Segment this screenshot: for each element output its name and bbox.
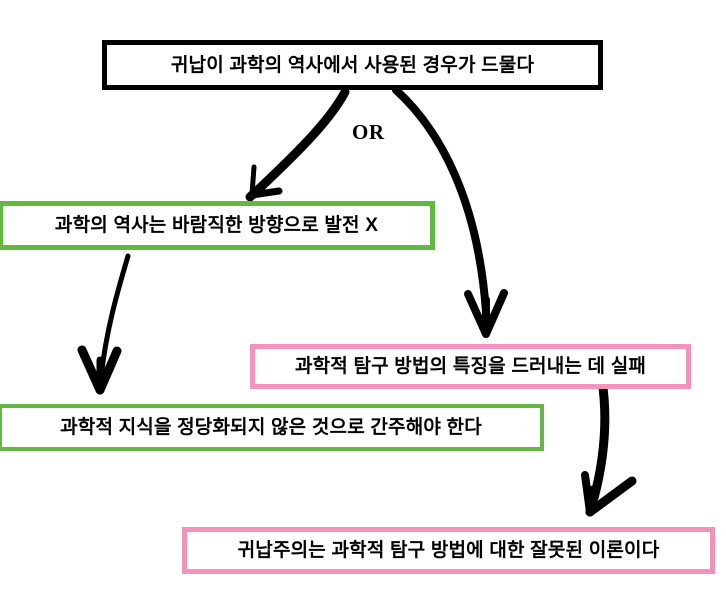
node-branch-b[interactable]: 과학적 탐구 방법의 특징을 드러내는 데 실패 <box>250 344 691 389</box>
arrow-branch-a-to-conclusion-a <box>77 253 131 395</box>
node-root-label: 귀납이 과학의 역사에서 사용된 경우가 드물다 <box>170 54 535 76</box>
node-branch-a-label: 과학의 역사는 바람직한 방향으로 발전 X <box>54 215 379 236</box>
node-conclusion-a[interactable]: 과학적 지식을 정당화되지 않은 것으로 간주해야 한다 <box>0 404 544 451</box>
connector-label-or: OR <box>352 120 385 144</box>
arrow-root-to-branch-a <box>245 87 350 202</box>
node-conclusion-b-label: 귀납주의는 과학적 탐구 방법에 대한 잘못된 이론이다 <box>237 540 660 561</box>
node-branch-a[interactable]: 과학의 역사는 바람직한 방향으로 발전 X <box>0 201 435 250</box>
node-root[interactable]: 귀납이 과학의 역사에서 사용된 경우가 드물다 <box>102 40 603 90</box>
node-conclusion-a-label: 과학적 지식을 정당화되지 않은 것으로 간주해야 한다 <box>60 417 482 438</box>
node-conclusion-b[interactable]: 귀납주의는 과학적 탐구 방법에 대한 잘못된 이론이다 <box>182 527 715 574</box>
arrow-branch-b-to-conclusion-b <box>581 375 637 517</box>
node-branch-b-label: 과학적 탐구 방법의 특징을 드러내는 데 실패 <box>294 356 647 377</box>
